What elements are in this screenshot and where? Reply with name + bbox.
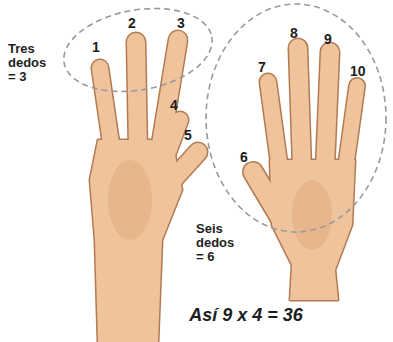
finger-number: 9 [324, 32, 332, 47]
group-label: Seis dedos = 6 [196, 222, 242, 264]
finger-number: 1 [92, 40, 100, 55]
finger-number: 6 [240, 150, 248, 165]
hand-skin [90, 40, 357, 342]
group-ellipse [57, 0, 219, 102]
finger-number: 4 [170, 98, 178, 113]
finger-number: 7 [258, 60, 266, 75]
finger-number: 10 [350, 64, 366, 79]
finger-number: 3 [177, 16, 185, 31]
finger-number: 8 [290, 26, 298, 41]
hand-outline [90, 40, 357, 342]
finger-number: 2 [128, 16, 136, 31]
finger-number: 5 [184, 128, 192, 143]
caption: Así 9 x 4 = 36 [189, 304, 303, 326]
group-ellipse [206, 4, 386, 232]
group-label: Tres dedos = 3 [8, 42, 54, 84]
